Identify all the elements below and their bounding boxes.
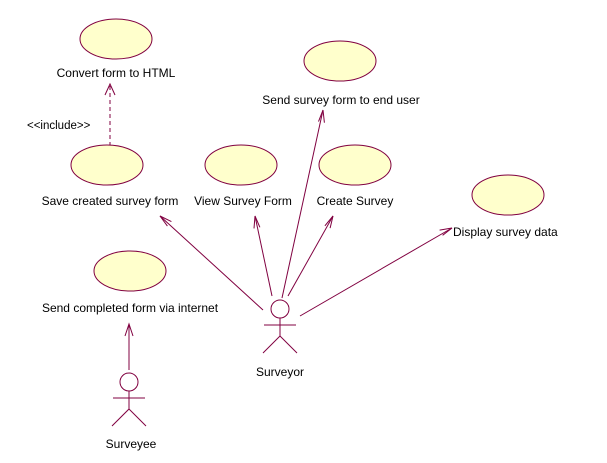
- use-case-label: Display survey data: [453, 225, 558, 239]
- include-dependency: [104, 82, 116, 146]
- use-cases: [70, 18, 545, 292]
- actor-head: [270, 299, 290, 319]
- include-stereotype-label: <<include>>: [27, 120, 91, 132]
- use-case-label: View Survey Form: [194, 194, 292, 208]
- use-case-labels: Convert form to HTML Send survey form to…: [42, 66, 558, 315]
- use-case-view-form[interactable]: [204, 144, 278, 186]
- associations: [104, 82, 453, 370]
- use-case-save-created[interactable]: [70, 144, 144, 186]
- use-case-label: Save created survey form: [42, 194, 179, 208]
- use-case-label: Create Survey: [317, 194, 394, 208]
- use-case-send-completed[interactable]: [93, 250, 167, 292]
- use-case-label: Send survey form to end user: [262, 93, 419, 107]
- use-case-label: Convert form to HTML: [57, 66, 176, 80]
- actor-head: [119, 372, 139, 392]
- use-case-display-data[interactable]: [471, 174, 545, 216]
- assoc-surveyor-create-survey: [287, 215, 334, 297]
- assoc-surveyor-display-data: [299, 227, 453, 317]
- actor-right-leg: [279, 335, 298, 354]
- use-case-convert-form[interactable]: [79, 18, 153, 60]
- assoc-surveyor-view-form: [253, 215, 273, 297]
- actor-left-leg: [111, 408, 130, 427]
- actor-left-leg: [262, 335, 281, 354]
- actor-label-surveyee: Surveyee: [106, 437, 157, 451]
- use-case-label: Send completed form via internet: [42, 301, 219, 315]
- actor-surveyor[interactable]: [262, 299, 298, 354]
- use-case-create-survey[interactable]: [318, 144, 392, 186]
- assoc-surveyee-send-completed: [124, 322, 134, 370]
- actor-surveyee[interactable]: [111, 372, 147, 427]
- actor-label-surveyor: Surveyor: [256, 365, 304, 379]
- assoc-surveyor-send-survey: [281, 109, 325, 299]
- actor-right-leg: [128, 408, 147, 427]
- use-case-send-survey[interactable]: [303, 40, 377, 82]
- assoc-surveyor-save-created: [159, 215, 264, 311]
